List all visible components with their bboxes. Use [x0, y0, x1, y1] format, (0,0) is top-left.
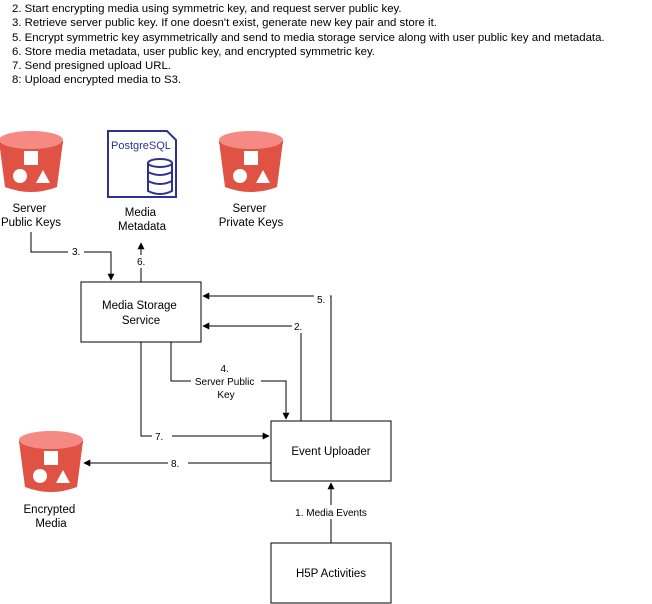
server-public-keys-label: Server Public Keys — [1, 203, 61, 229]
step-7: 7. Send presigned upload URL. — [12, 60, 171, 73]
edge-7 — [140, 342, 270, 440]
edge-4-label: 4. Server Public Key — [195, 364, 257, 401]
edge-6-label: 6. — [137, 257, 145, 268]
postgresql-logo-text: PostgreSQL — [111, 140, 171, 152]
edge-2-label: 2. — [294, 322, 302, 333]
edge-1-label: 1. Media Events — [295, 508, 367, 519]
media-metadata-label: Media Metadata — [118, 207, 167, 233]
h5p-activities-box — [270, 542, 392, 604]
step-3: 3. Retrieve server public key. If one do… — [12, 17, 437, 30]
edge-5-label: 5. — [317, 295, 325, 306]
step-5: 5. Encrypt symmetric key asymmetrically … — [12, 31, 605, 44]
database-cylinder-icon — [147, 158, 173, 195]
edge-7-label: 7. — [155, 432, 163, 443]
step-2: 2. Start encrypting media using symmetri… — [12, 3, 402, 15]
edge-1-label-bg — [290, 505, 372, 519]
edge-2-label-bg — [292, 320, 308, 333]
step-8: 8: Upload encrypted media to S3. — [12, 74, 182, 87]
postgresql-icon: PostgreSQL — [107, 130, 177, 198]
event-uploader-label: Event Uploader — [291, 446, 370, 458]
edge-5-label-bg — [314, 293, 330, 306]
encrypted-media-label: Encrypted Media — [24, 504, 79, 530]
server-public-keys-bucket-icon — [0, 131, 63, 192]
encrypted-media-bucket-icon — [19, 431, 83, 492]
h5p-activities-label: H5P Activities — [296, 568, 366, 580]
step-6: 6. Store media metadata, user public key… — [12, 45, 375, 58]
event-uploader-box — [270, 420, 392, 482]
media-storage-service-label: Media Storage Service — [102, 300, 180, 327]
server-private-keys-label: Server Private Keys — [219, 203, 284, 229]
server-private-keys-bucket-icon — [219, 131, 283, 192]
edge-7-label-bg — [152, 430, 172, 443]
steps-list: 2. Start encrypting media using symmetri… — [12, 2, 605, 88]
edge-8-label: 8. — [171, 459, 179, 470]
edge-3-label-bg — [68, 245, 84, 258]
media-storage-service-box — [80, 281, 202, 343]
edge-6-label-bg — [134, 255, 150, 268]
edge-4-label-bg — [191, 362, 261, 402]
edge-3-label: 3. — [72, 247, 80, 258]
edge-5 — [202, 292, 332, 421]
edge-8-label-bg — [168, 457, 188, 470]
